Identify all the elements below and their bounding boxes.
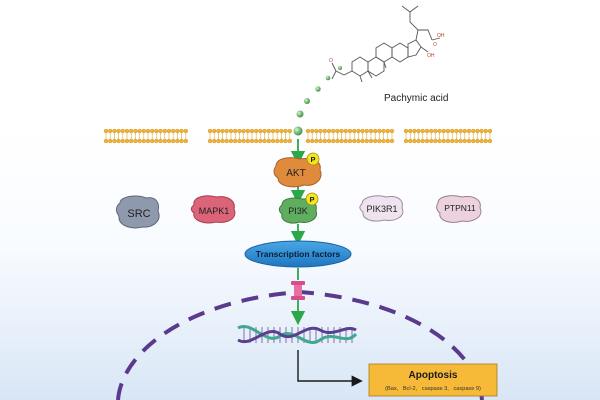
- akt-label: AKT: [286, 168, 305, 179]
- pi3k-phospho-label: P: [309, 195, 314, 204]
- svg-text:O: O: [329, 58, 333, 64]
- akt-phospho-label: P: [310, 155, 315, 164]
- compound-particle: [304, 98, 310, 104]
- compound-label: Pachymic acid: [384, 93, 448, 104]
- membrane-segment: [305, 128, 395, 144]
- svg-text:OH: OH: [437, 33, 445, 39]
- pik3r1-label: PIK3R1: [366, 204, 397, 214]
- molecule-atom-labels: OH OH O O: [329, 33, 445, 64]
- akt-shape: [273, 157, 322, 188]
- mapk1-shape: [190, 195, 236, 224]
- svg-text:O: O: [433, 42, 437, 48]
- membrane-segment: [403, 128, 493, 144]
- membrane-segment: [207, 128, 292, 144]
- arrow-dna-to-apoptosis: [297, 350, 363, 387]
- akt-protein: AKT P: [273, 152, 322, 188]
- nuclear-pore-icon: [291, 281, 305, 300]
- transcription-factors-oval: [244, 240, 352, 268]
- target-pik3r1: PIK3R1: [359, 195, 404, 222]
- target-mapk1: MAPK1: [190, 195, 236, 224]
- akt-phospho-icon: [306, 152, 320, 166]
- compound-particle: [338, 66, 342, 70]
- membrane-segment: [103, 128, 188, 144]
- pachymic-acid-structure-icon: [331, 5, 441, 83]
- cell-membrane: [103, 128, 493, 144]
- apoptosis-markers: (Bax, Bcl-2, caspase 3, caspase 9): [385, 386, 481, 392]
- ptpn11-shape: [436, 195, 482, 223]
- svg-text:OH: OH: [427, 53, 435, 59]
- transcription-factors-label: Transcription factors: [256, 249, 341, 259]
- compound-particle: [296, 110, 304, 118]
- compound-particle: [325, 75, 331, 81]
- target-src: SRC: [116, 195, 160, 229]
- pi3k-shape: [278, 197, 318, 224]
- pi3k-label: PI3K: [288, 206, 308, 216]
- compound-particle: [293, 126, 303, 136]
- apoptosis-title: Apoptosis: [409, 370, 458, 381]
- dna-helix-icon: [237, 324, 358, 344]
- pi3k-phospho-icon: [305, 192, 319, 206]
- pik3r1-shape: [359, 195, 404, 222]
- compound-particle: [315, 86, 321, 92]
- compound-particle-trail: [293, 66, 342, 136]
- src-label: SRC: [127, 208, 150, 220]
- apoptosis-box: [368, 363, 498, 397]
- pi3k-protein: PI3K P: [278, 192, 319, 224]
- target-ptpn11: PTPN11: [436, 195, 482, 223]
- src-shape: [116, 195, 160, 229]
- ptpn11-label: PTPN11: [444, 203, 476, 213]
- mapk1-label: MAPK1: [199, 206, 230, 216]
